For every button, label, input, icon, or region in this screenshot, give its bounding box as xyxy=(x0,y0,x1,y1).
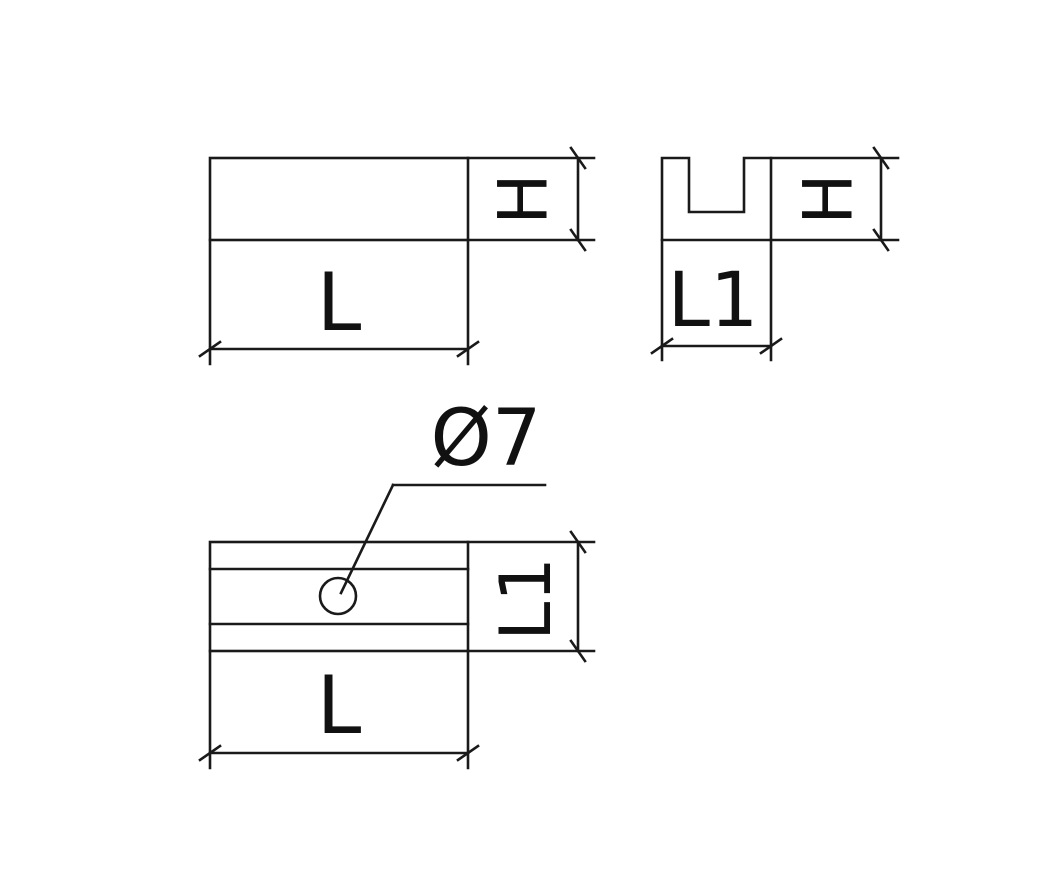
dimension-tick xyxy=(456,340,480,358)
dimension-tick xyxy=(872,228,890,252)
side-view-u-profile xyxy=(660,156,773,242)
hole-diameter-label: Ø7 xyxy=(430,394,541,484)
dimension-label-height: H xyxy=(790,173,869,224)
dimension-label-height: H xyxy=(485,173,564,224)
dimension-tick xyxy=(759,337,783,355)
front-view: L H xyxy=(198,146,596,366)
dimension-tick xyxy=(569,146,587,170)
dimension-tick xyxy=(456,744,480,762)
dimension-tick xyxy=(198,744,222,762)
dimension-tick xyxy=(198,340,222,358)
front-view-outline xyxy=(208,156,470,242)
hole-circle xyxy=(318,576,358,616)
dimension-tick xyxy=(569,530,587,554)
side-view: L1 H xyxy=(650,146,900,362)
dimension-label-width: L1 xyxy=(668,255,759,344)
leader-line xyxy=(339,483,395,595)
dimension-label-width: L1 xyxy=(485,557,567,641)
top-view: L L1 Ø7 xyxy=(198,394,596,770)
dimension-label-length: L xyxy=(317,659,362,752)
dimension-label-length: L xyxy=(317,256,362,349)
top-view-outline xyxy=(208,540,470,653)
dimension-tick xyxy=(650,337,674,355)
dimension-tick xyxy=(569,639,587,663)
dimension-tick xyxy=(569,228,587,252)
dimension-tick xyxy=(872,146,890,170)
